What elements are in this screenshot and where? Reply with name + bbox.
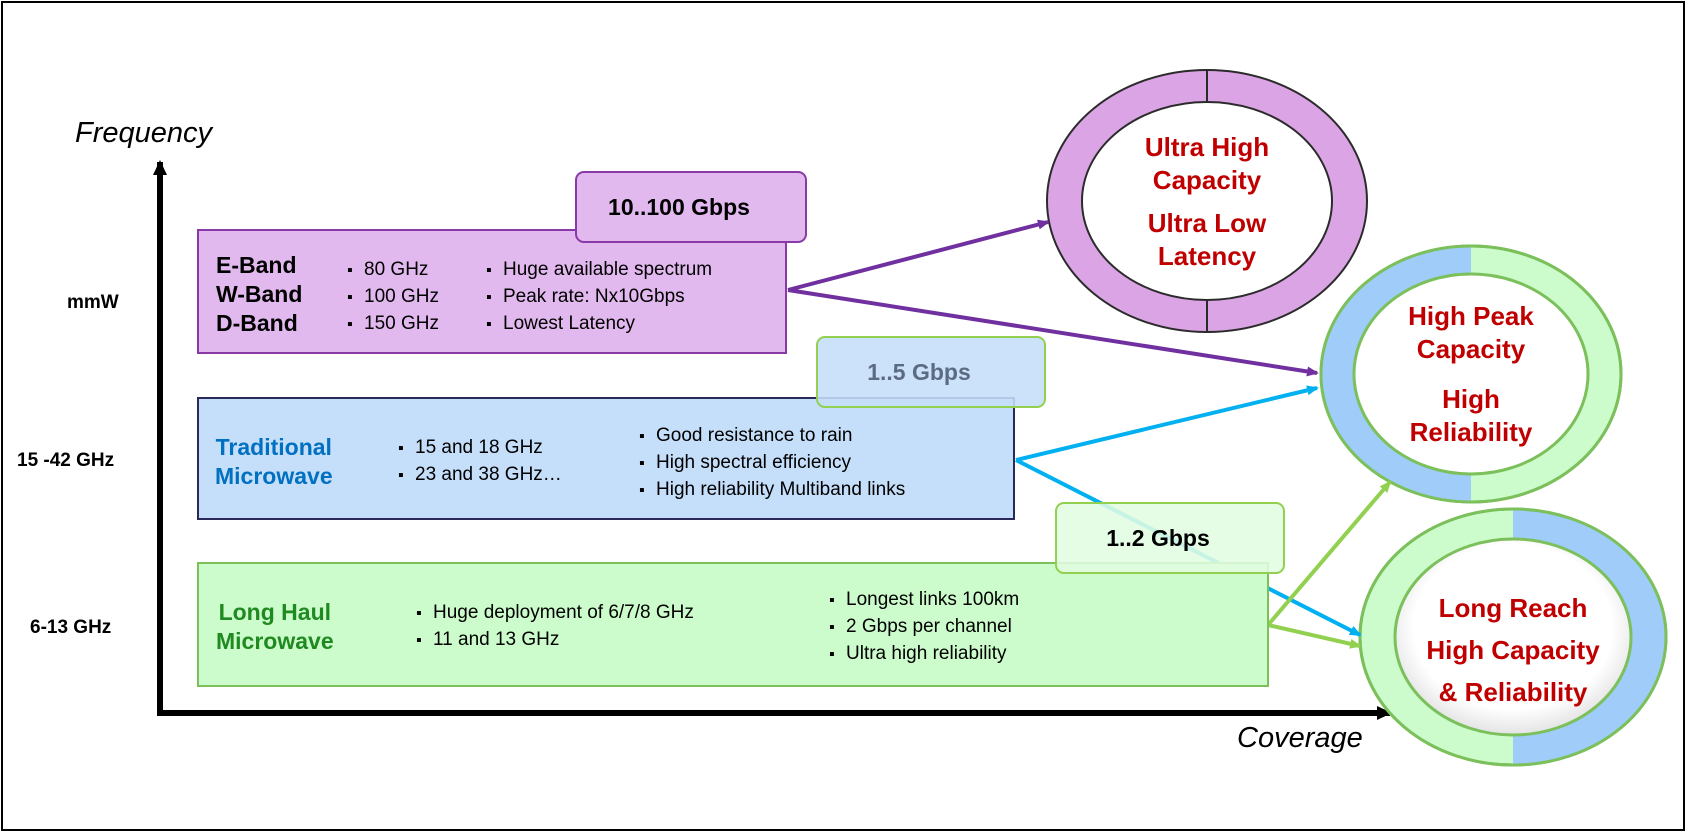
band-microwave-name: Traditional Microwave [215, 433, 333, 491]
band-name-line: Microwave [215, 463, 333, 489]
list-item: 2 Gbps per channel [829, 614, 1019, 641]
arrow-lh-to-reach [1267, 623, 1362, 649]
band-long-haul-name: Long Haul Microwave [216, 598, 334, 656]
arrow-mw-to-peak [1015, 385, 1319, 462]
rate-label-mmwave: 10..100 Gbps [608, 193, 750, 220]
list-item: High reliability Multiband links [639, 477, 905, 504]
band-name-line: Microwave [216, 628, 334, 654]
band-name-line: Traditional [215, 434, 332, 460]
outcome-line: Ultra Low [1147, 208, 1267, 238]
list-item: 100 GHz [347, 284, 439, 311]
outcome-line: Long Reach [1438, 593, 1588, 623]
outcome-line: High Capacity [1426, 635, 1600, 665]
rate-label-long-haul: 1..2 Gbps [1106, 524, 1210, 551]
outcome-long-reach: Long Reach High Capacity & Reliability [1393, 587, 1633, 713]
list-item: 150 GHz [347, 311, 439, 338]
ring-ultra-capacity [1046, 69, 1368, 333]
band-mmwave: E-Band W-Band D-Band 80 GHz 100 GHz 150 … [197, 229, 787, 354]
outcome-line: Latency [1157, 241, 1257, 271]
y-axis-title: Frequency [75, 117, 213, 149]
rate-badge-microwave: 1..5 Gbps [816, 336, 1046, 408]
list-item: Longest links 100km [829, 587, 1019, 614]
band-microwave-features: Good resistance to rain High spectral ef… [639, 423, 905, 504]
list-item: 11 and 13 GHz [416, 627, 694, 654]
band-long-haul-microwave: Long Haul Microwave Huge deployment of 6… [197, 562, 1269, 687]
list-item: Huge available spectrum [486, 257, 712, 284]
x-axis-title: Coverage [1237, 722, 1363, 754]
outcome-line: & Reliability [1438, 677, 1588, 707]
band-long-haul-frequencies: Huge deployment of 6/7/8 GHz 11 and 13 G… [416, 600, 694, 654]
y-tick-mmw: mmW [67, 292, 119, 313]
band-traditional-microwave: Traditional Microwave 15 and 18 GHz 23 a… [197, 397, 1015, 520]
band-name-w: W-Band [216, 281, 303, 307]
y-tick-microwave: 15 -42 GHz [17, 450, 115, 471]
list-item: Good resistance to rain [639, 423, 905, 450]
outcome-line: Capacity [1416, 334, 1526, 364]
band-long-haul-features: Longest links 100km 2 Gbps per channel U… [829, 587, 1019, 668]
list-item: High spectral efficiency [639, 450, 905, 477]
band-mmwave-names: E-Band W-Band D-Band [216, 251, 302, 338]
arrow-mmw-to-peak [787, 288, 1319, 377]
outcome-line: Ultra High [1144, 132, 1270, 162]
outcome-high-peak: High Peak Capacity High Reliability [1371, 300, 1571, 449]
rate-badge-long-haul: 1..2 Gbps [1055, 502, 1285, 574]
band-mmwave-features: Huge available spectrum Peak rate: Nx10G… [486, 257, 712, 338]
arrow-mmw-to-ultra [787, 219, 1050, 292]
band-mmwave-frequencies: 80 GHz 100 GHz 150 GHz [347, 257, 439, 338]
list-item: Peak rate: Nx10Gbps [486, 284, 712, 311]
list-item: Huge deployment of 6/7/8 GHz [416, 600, 694, 627]
list-item: 15 and 18 GHz [398, 435, 562, 462]
ring-long-reach [1358, 507, 1668, 767]
list-item: 23 and 38 GHz… [398, 462, 562, 489]
band-name-d: D-Band [216, 310, 298, 336]
arrow-lh-to-peak [1266, 480, 1392, 627]
y-tick-long-haul: 6-13 GHz [30, 617, 112, 638]
list-item: 80 GHz [347, 257, 439, 284]
outcome-line: Capacity [1152, 165, 1262, 195]
outcome-line: Reliability [1409, 417, 1533, 447]
band-name-e: E-Band [216, 252, 297, 278]
band-microwave-frequencies: 15 and 18 GHz 23 and 38 GHz… [398, 435, 562, 489]
ring-high-peak [1319, 244, 1623, 504]
list-item: Lowest Latency [486, 311, 712, 338]
band-name-line: Long Haul [218, 599, 332, 625]
rate-label-microwave: 1..5 Gbps [867, 358, 971, 385]
rate-badge-mmwave: 10..100 Gbps [575, 171, 807, 243]
outcome-line: High [1442, 384, 1500, 414]
list-item: Ultra high reliability [829, 641, 1019, 668]
outcome-line: High Peak [1408, 301, 1534, 331]
outcome-ultra-capacity: Ultra High Capacity Ultra Low Latency [1107, 131, 1307, 273]
